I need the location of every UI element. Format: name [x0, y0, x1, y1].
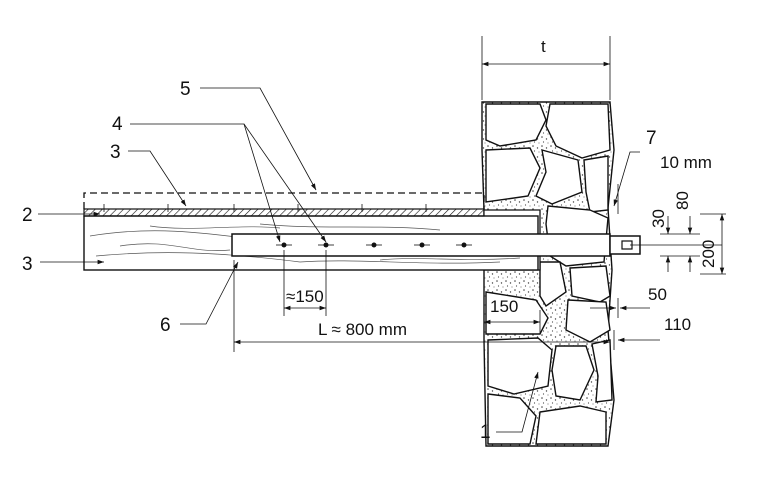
stone	[485, 103, 547, 147]
leader-7	[613, 151, 640, 207]
existing-floor-dashed	[83, 192, 485, 209]
stone	[565, 299, 611, 343]
leader-lines	[38, 87, 640, 433]
leader-6	[180, 261, 239, 325]
label-5: 5	[180, 79, 191, 100]
dim-150: 150	[490, 297, 518, 316]
label-3-bottom: 3	[22, 254, 33, 275]
dim-110: 110	[664, 315, 691, 334]
dim-length: L ≈ 800 mm	[318, 320, 407, 339]
dim-gap: 10 mm	[660, 153, 712, 172]
stone-wall	[481, 101, 615, 447]
stone	[487, 337, 553, 395]
label-6: 6	[160, 315, 171, 336]
dimension-lines	[233, 36, 726, 352]
dim-200: 200	[699, 240, 718, 268]
label-3-top: 3	[110, 142, 121, 163]
wood-grain	[119, 243, 231, 251]
dim-t: t	[541, 37, 546, 56]
stone	[485, 147, 541, 203]
leader-4b	[243, 123, 327, 243]
board-nails	[103, 204, 427, 212]
label-1: 1	[480, 422, 491, 443]
stone	[551, 345, 595, 401]
wood-grain	[259, 223, 441, 231]
stone	[487, 393, 537, 445]
floor-boarding	[83, 208, 485, 217]
label-7: 7	[646, 128, 657, 149]
label-4: 4	[112, 114, 123, 135]
dim-30: 30	[649, 209, 668, 228]
dim-spacing: ≈150	[286, 287, 324, 306]
stone	[545, 103, 611, 159]
wood-grain	[379, 257, 521, 261]
leader-3a	[128, 150, 187, 207]
stone	[569, 265, 611, 303]
stone	[539, 261, 567, 308]
dim-50: 50	[648, 285, 667, 304]
stone	[535, 405, 607, 445]
dim-80: 80	[673, 191, 692, 210]
label-2: 2	[22, 205, 33, 226]
plate-bolts	[276, 242, 472, 248]
wood-grain	[95, 252, 301, 263]
leader-1	[496, 371, 539, 433]
leader-5	[200, 87, 317, 191]
stone	[583, 155, 609, 213]
wood-grain	[299, 260, 501, 264]
stone	[535, 149, 583, 205]
wood-grain	[149, 225, 281, 229]
